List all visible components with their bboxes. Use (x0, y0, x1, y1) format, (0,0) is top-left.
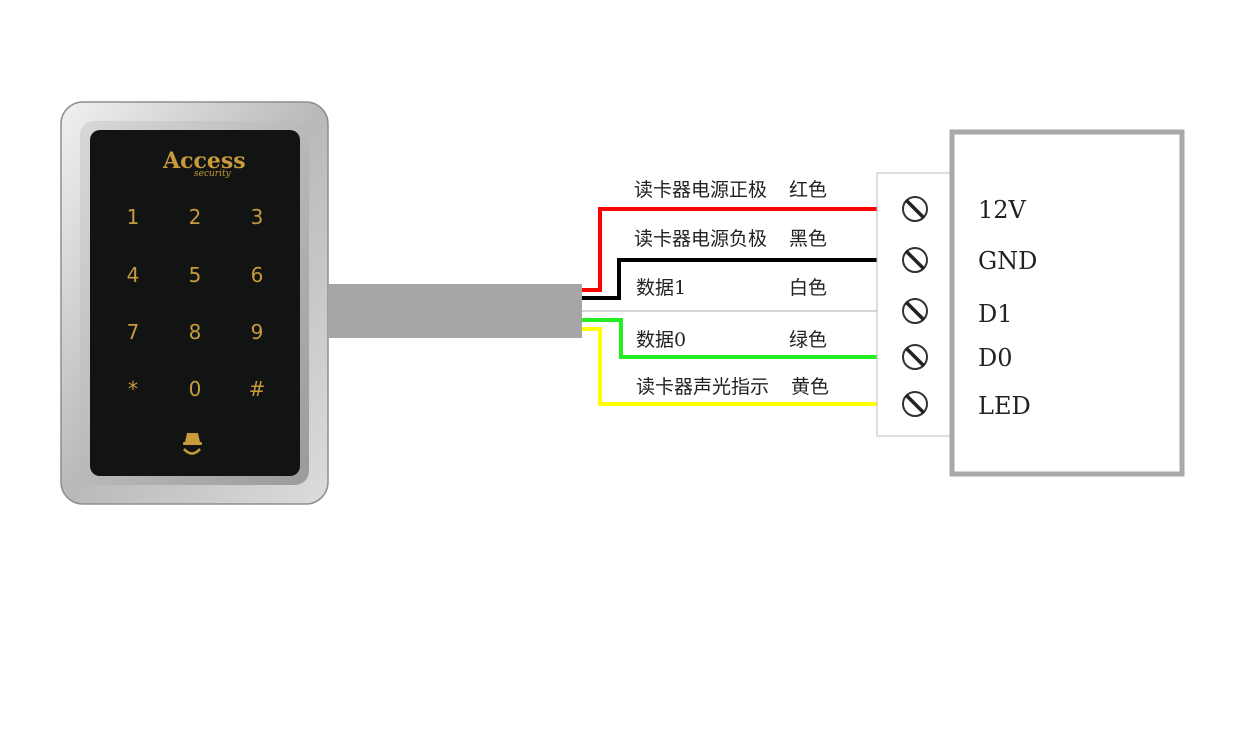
wire-label: 数据1 (636, 277, 686, 299)
keypad-key: 3 (251, 205, 264, 229)
wire-label: 读卡器电源正极 (634, 179, 767, 201)
screw-icon (902, 247, 928, 273)
keypad-key: 2 (189, 205, 202, 229)
keypad-key: 0 (189, 377, 202, 401)
keypad-key: 5 (189, 263, 202, 287)
terminal-label: 12V (978, 196, 1027, 224)
keypad: 1 2 3 4 5 6 7 8 9 * 0 # (127, 205, 266, 401)
screw-icon (902, 196, 928, 222)
terminal-label: D0 (978, 344, 1013, 372)
wire-led (582, 327, 903, 406)
keypad-key: 9 (251, 320, 264, 344)
keypad-key: 1 (127, 205, 140, 229)
keypad-key: # (249, 377, 266, 401)
wire-label: 数据0 (636, 329, 686, 351)
terminal-label: D1 (978, 300, 1013, 328)
terminal-label: GND (978, 247, 1037, 275)
card-reader: Access security 1 2 3 4 5 6 7 8 9 * 0 # (60, 101, 329, 505)
screw-icon (902, 298, 928, 324)
terminal-label: LED (978, 392, 1031, 420)
bell-icon (183, 433, 202, 455)
wire-label: 读卡器声光指示 (636, 376, 769, 398)
keypad-key: 6 (251, 263, 264, 287)
wire-gnd (582, 258, 903, 300)
keypad-key: * (128, 377, 138, 401)
wire-d0 (582, 318, 903, 359)
screw-icon (902, 344, 928, 370)
wire-label: 读卡器电源负极 (634, 228, 767, 250)
wire-color-label: 绿色 (789, 329, 827, 351)
wire-12v (582, 207, 903, 292)
screw-icon (902, 391, 928, 417)
logo-main: Access (162, 148, 246, 174)
controller-box (949, 129, 1185, 477)
wire-color-label: 红色 (789, 179, 827, 201)
wire-color-label: 白色 (789, 277, 827, 299)
keypad-key: 7 (127, 320, 140, 344)
wire-color-label: 黄色 (791, 376, 829, 398)
keypad-key: 8 (189, 320, 202, 344)
reader-cable (328, 284, 582, 338)
terminal-screws (902, 196, 928, 417)
wires: 读卡器电源正极红色读卡器电源负极黑色数据1 白色数据0 绿色读卡器声光指示黄色 (582, 179, 903, 406)
wire-color-label: 黑色 (789, 228, 827, 250)
keypad-key: 4 (127, 263, 140, 287)
reader-panel (90, 130, 300, 476)
logo-sub: security (194, 169, 232, 179)
